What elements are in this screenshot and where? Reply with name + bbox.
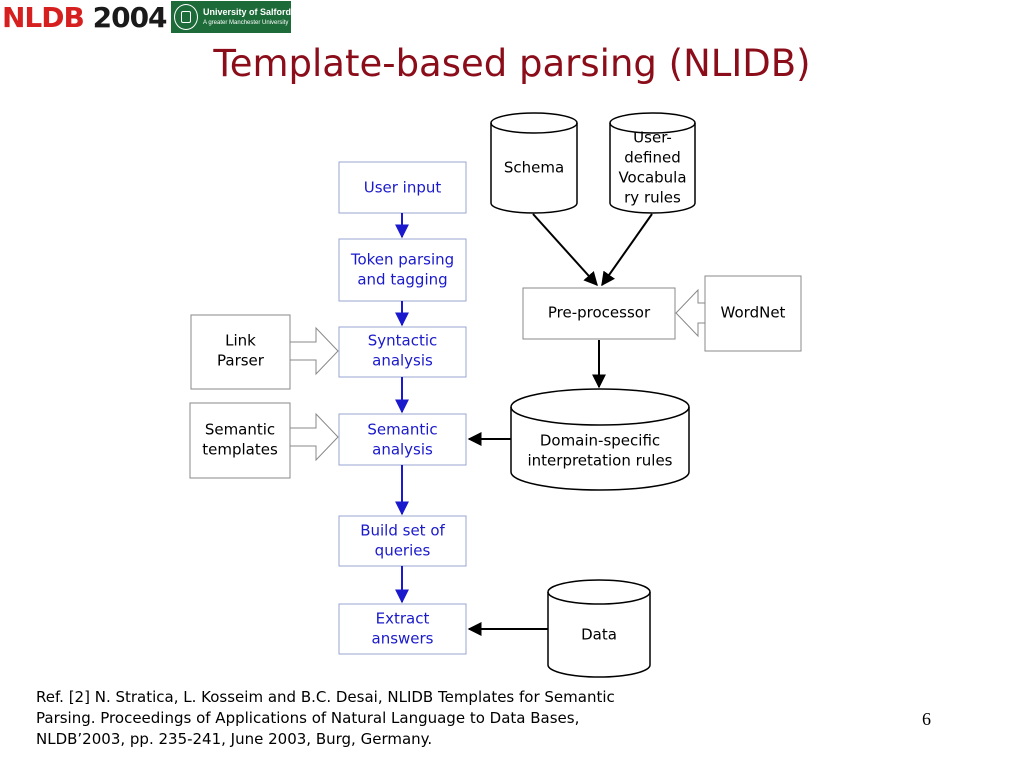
- cylinder-body: [547, 579, 651, 678]
- cylinder-rim: [510, 406, 690, 426]
- flow-box-border: [338, 161, 467, 214]
- flow-box-border: [338, 238, 467, 302]
- semantic-templates-box: Semantic templates: [189, 402, 291, 479]
- node-label-line: User input: [364, 179, 442, 197]
- node-label-line: answers: [372, 630, 434, 648]
- extract-answers-box: Extract answers: [338, 603, 467, 655]
- node-label-line: Syntactic: [368, 332, 438, 350]
- data-arrows: [467, 213, 653, 636]
- reference-line: Ref. [2] N. Stratica, L. Kosseim and B.C…: [36, 688, 615, 706]
- reference-line: Parsing. Proceedings of Applications of …: [36, 709, 580, 727]
- node-label-line: Pre-processor: [548, 304, 651, 322]
- data-database: Data: [547, 579, 651, 678]
- schema-database: Schema: [490, 112, 578, 214]
- cylinder-body: [510, 388, 690, 491]
- node-label-line: Data: [581, 626, 617, 644]
- node-label-line: Domain-specific: [540, 432, 660, 450]
- node-label-line: Semantic: [367, 421, 437, 439]
- university-tagline: A greater Manchester University: [203, 20, 289, 26]
- schema-to-preprocessor-arrow: [532, 213, 598, 287]
- university-name: University of Salford: [203, 7, 292, 17]
- node-label-line: analysis: [372, 352, 433, 370]
- cylinder-rim: [547, 591, 651, 605]
- link-parser-block-arrow: [289, 326, 339, 376]
- semantic-templates-block-arrow: [289, 412, 339, 462]
- node-label-line: User-: [633, 129, 672, 147]
- node-label-line: Token parsing: [350, 251, 454, 269]
- cylinder-rim: [490, 122, 578, 134]
- wordnet-block-arrow: [675, 288, 706, 338]
- node-label-line: ry rules: [624, 189, 681, 207]
- flow-box-border: [338, 413, 467, 466]
- page-number: 6: [922, 709, 931, 729]
- crest-icon: [174, 4, 198, 30]
- block-arrows: [289, 288, 706, 462]
- side-box-border: [522, 287, 676, 340]
- nldb-2004-logo: NLDB 2004: [2, 1, 168, 34]
- node-label-line: interpretation rules: [528, 452, 673, 470]
- flow-box-border: [338, 326, 467, 378]
- node-label-line: WordNet: [721, 304, 786, 322]
- node-label-line: Vocabula: [618, 169, 686, 187]
- node-label-line: Parser: [217, 352, 265, 370]
- node-label-line: Link: [225, 332, 256, 350]
- cylinder-rim: [609, 122, 696, 134]
- node-label-line: and tagging: [357, 271, 447, 289]
- slide-title: Template-based parsing (NLIDB): [213, 42, 811, 85]
- flow-box-border: [338, 515, 467, 567]
- pre-processor-box: Pre-processor: [522, 287, 676, 340]
- flow-box-border: [338, 603, 467, 655]
- side-box-border: [189, 402, 291, 479]
- node-label-line: analysis: [372, 441, 433, 459]
- vocabulary-to-preprocessor-arrow: [601, 213, 653, 287]
- build-queries-box: Build set of queries: [338, 515, 467, 567]
- nldb-logo-year: 2004: [92, 1, 168, 34]
- node-label-line: Build set of: [360, 522, 445, 540]
- user-input-box: User input: [338, 161, 467, 214]
- node-label-line: Extract: [376, 610, 430, 628]
- domain-rules-database: Domain-specific interpretation rules: [510, 388, 690, 491]
- node-label-line: Semantic: [205, 421, 275, 439]
- reference-citation: Ref. [2] N. Stratica, L. Kosseim and B.C…: [36, 687, 696, 750]
- side-box-border: [704, 275, 802, 352]
- reference-line: NLDB’2003, pp. 235-241, June 2003, Burg,…: [36, 730, 433, 748]
- nldb-logo-prefix: NLDB: [2, 1, 85, 34]
- node-label-line: Schema: [504, 159, 564, 177]
- node-label-line: defined: [624, 149, 680, 167]
- node-label-line: queries: [375, 542, 431, 560]
- wordnet-box: WordNet: [704, 275, 802, 352]
- semantic-analysis-box: Semantic analysis: [338, 413, 467, 466]
- node-label-line: templates: [202, 441, 278, 459]
- cylinder-body: [609, 112, 696, 214]
- token-parsing-box: Token parsing and tagging: [338, 238, 467, 302]
- syntactic-analysis-box: Syntactic analysis: [338, 326, 467, 378]
- cylinder-body: [490, 112, 578, 214]
- university-of-salford-logo: University of Salford A greater Manchest…: [171, 1, 291, 33]
